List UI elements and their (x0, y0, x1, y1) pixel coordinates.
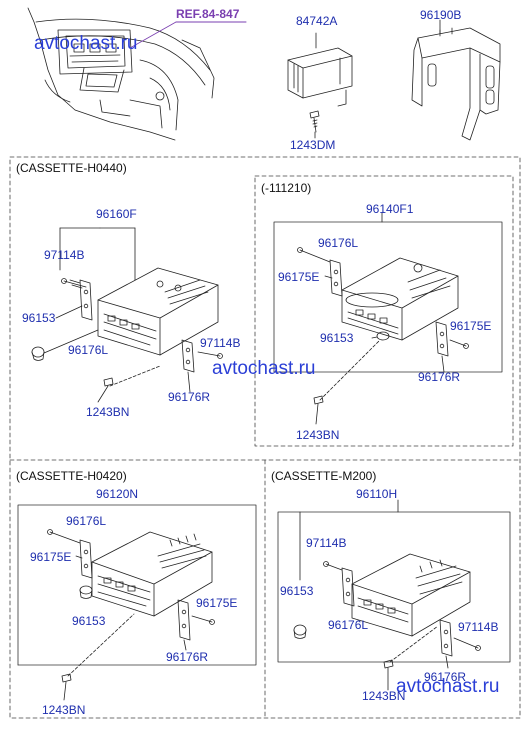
label-m200-97114B-left[interactable]: 97114B (306, 536, 347, 550)
label-h0440-97114B-right[interactable]: 97114B (200, 336, 241, 350)
bracket-96190B-drawing (411, 19, 501, 141)
dashboard-illustration (27, 7, 215, 141)
label-m200-96153[interactable]: 96153 (280, 584, 314, 598)
label-h0420-assembly[interactable]: 96120N (96, 487, 139, 501)
label-1243DM[interactable]: 1243DM (290, 138, 336, 152)
h0420-small-parts (47, 529, 215, 701)
label-h0420-96153[interactable]: 96153 (72, 614, 106, 628)
h0440-assembly-lines (59, 227, 136, 281)
m200-small-parts (293, 561, 481, 691)
ref-link[interactable]: REF.84-847 (176, 7, 240, 21)
label-m200-96176L[interactable]: 96176L (328, 618, 369, 632)
label-111210-96153[interactable]: 96153 (320, 331, 354, 345)
label-m200-97114B-right[interactable]: 97114B (458, 620, 499, 634)
label-111210-assembly[interactable]: 96140F1 (366, 202, 414, 216)
header-h0440: (CASSETTE-H0440) (16, 161, 127, 175)
label-m200-1243BN[interactable]: 1243BN (362, 689, 406, 703)
watermark-middle: avtochast.ru (212, 358, 316, 379)
watermark-top: avtochast.ru (34, 33, 138, 54)
label-84742A[interactable]: 84742A (296, 14, 338, 28)
label-h0420-96176L[interactable]: 96176L (66, 514, 107, 528)
label-h0440-96153[interactable]: 96153 (22, 311, 56, 325)
header-m200: (CASSETTE-M200) (271, 469, 377, 483)
label-h0440-assembly[interactable]: 96160F (96, 207, 137, 221)
label-111210-96175E-left[interactable]: 96175E (278, 270, 320, 284)
label-111210-96175E-right[interactable]: 96175E (450, 319, 492, 333)
screw-1243DM-drawing (309, 110, 320, 139)
r111210-small-parts (297, 247, 469, 425)
label-h0420-96175E-left[interactable]: 96175E (30, 550, 72, 564)
label-111210-96176L[interactable]: 96176L (318, 236, 359, 250)
radio-111210-drawing (341, 257, 459, 341)
watermark-bottom: avtochast.ru (396, 676, 500, 697)
variant-111210-frame (254, 175, 514, 447)
label-111210-1243BN[interactable]: 1243BN (296, 428, 340, 442)
main-section-frame (9, 156, 521, 719)
label-m200-assembly[interactable]: 96110H (356, 487, 398, 501)
label-h0440-96176R[interactable]: 96176R (168, 390, 211, 404)
header-h0420: (CASSETTE-H0420) (16, 469, 127, 483)
label-h0440-97114B-upper[interactable]: 97114B (44, 248, 85, 262)
label-m200-96176R[interactable]: 96176R (424, 670, 467, 684)
label-h0420-96175E-right[interactable]: 96175E (196, 596, 238, 610)
m200-assembly-lines (299, 499, 399, 581)
label-111210-96176R[interactable]: 96176R (418, 370, 461, 384)
radio-h0420-drawing (91, 531, 213, 617)
tray-84742A-drawing (287, 32, 353, 107)
radio-m200-drawing (351, 553, 471, 637)
label-96190B[interactable]: 96190B (420, 8, 462, 22)
h0440-small-parts (31, 278, 223, 403)
label-h0440-96176L[interactable]: 96176L (68, 343, 109, 357)
label-h0440-1243BN[interactable]: 1243BN (86, 405, 130, 419)
radio-h0440-drawing (97, 267, 219, 356)
label-h0420-96176R[interactable]: 96176R (166, 650, 209, 664)
header-111210: (-111210) (261, 181, 312, 195)
label-h0420-1243BN[interactable]: 1243BN (42, 703, 86, 717)
